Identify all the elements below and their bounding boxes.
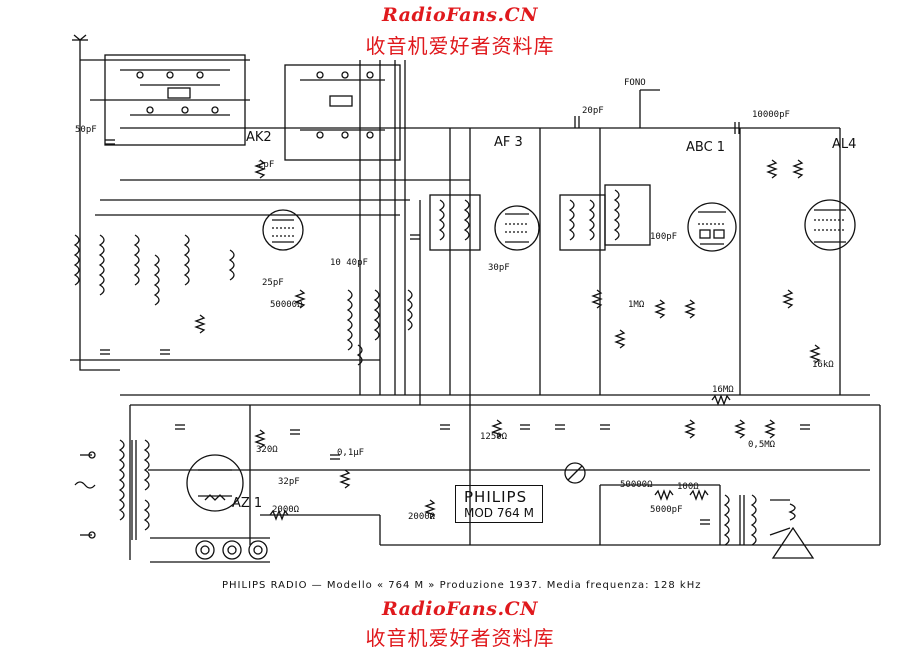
tube-abc1 xyxy=(687,202,737,252)
band-switch-right xyxy=(284,64,401,161)
label-cap-100pf: 100pF xyxy=(650,232,678,242)
tube-ak2 xyxy=(262,209,304,251)
output-transformer xyxy=(723,494,757,546)
speaker-symbol xyxy=(769,499,815,559)
label-res-16k: 16kΩ xyxy=(812,360,834,370)
label-cap-30pf: 30pF xyxy=(488,263,510,273)
tube-label-al4: AL4 xyxy=(832,137,857,152)
label-cap-50pf: 50pF xyxy=(75,125,97,135)
label-cap-01uf: 0,1μF xyxy=(337,448,365,458)
tube-label-abc1: ABC 1 xyxy=(686,140,726,155)
label-res-2000-b: 2000Ω xyxy=(408,512,436,522)
band-switch-left xyxy=(104,54,246,146)
label-cap-2pf: 2pF xyxy=(258,160,275,170)
label-fono: FONO xyxy=(624,78,646,88)
resistors xyxy=(194,159,821,521)
label-res-2000: 2000Ω xyxy=(272,505,300,515)
label-res-1250: 1250Ω xyxy=(480,432,508,442)
label-cap-10-40: 10 40pF xyxy=(330,258,368,268)
bus-lines xyxy=(70,58,881,560)
tuning-meter xyxy=(564,462,586,484)
watermark-site-top: RadioFans.CN xyxy=(381,4,539,26)
label-res-50000-out: 50000Ω xyxy=(620,480,653,490)
rf-coils xyxy=(73,234,413,366)
tube-label-az1: AZ 1 xyxy=(232,496,263,511)
label-res-05m: 0,5MΩ xyxy=(748,440,776,450)
label-res-100: 100Ω xyxy=(677,482,699,492)
power-transformer xyxy=(74,439,150,540)
philips-brand: PHILIPS xyxy=(464,488,528,506)
label-cap-5000pf: 5000pF xyxy=(650,505,683,515)
label-res-320: 320Ω xyxy=(256,445,278,455)
label-res-50000: 50000Ω xyxy=(270,300,303,310)
tube-label-af3: AF 3 xyxy=(494,135,523,150)
label-cap-10000pf: 10000pF xyxy=(752,110,790,120)
tube-label-ak2: AK2 xyxy=(246,130,272,145)
pilot-lamps xyxy=(150,537,270,563)
label-cap-25pf: 25pF xyxy=(262,278,284,288)
label-res-16m: 16MΩ xyxy=(712,385,734,395)
philips-model-box: PHILIPS MOD 764 M xyxy=(455,485,543,523)
philips-model: MOD 764 M xyxy=(464,506,534,520)
label-res-1mohm: 1MΩ xyxy=(628,300,645,310)
watermark-site-bottom: RadioFans.CN xyxy=(381,598,539,620)
label-cap-20pf-top: 20pF xyxy=(582,106,604,116)
tube-af3 xyxy=(494,205,540,251)
audio-wiring xyxy=(249,405,721,545)
watermark-chinese-top: 收音机爱好者资料库 xyxy=(365,34,555,58)
diagram-caption: PHILIPS RADIO — Modello « 764 M » Produz… xyxy=(222,580,702,591)
capacitors xyxy=(100,116,810,525)
tube-al4 xyxy=(804,199,856,251)
label-cap-32pf: 32pF xyxy=(278,477,300,487)
antenna-symbol xyxy=(72,34,88,58)
if-transformers xyxy=(429,184,651,251)
tube-az1 xyxy=(186,454,244,512)
watermark-chinese-bottom: 收音机爱好者资料库 xyxy=(365,626,555,650)
